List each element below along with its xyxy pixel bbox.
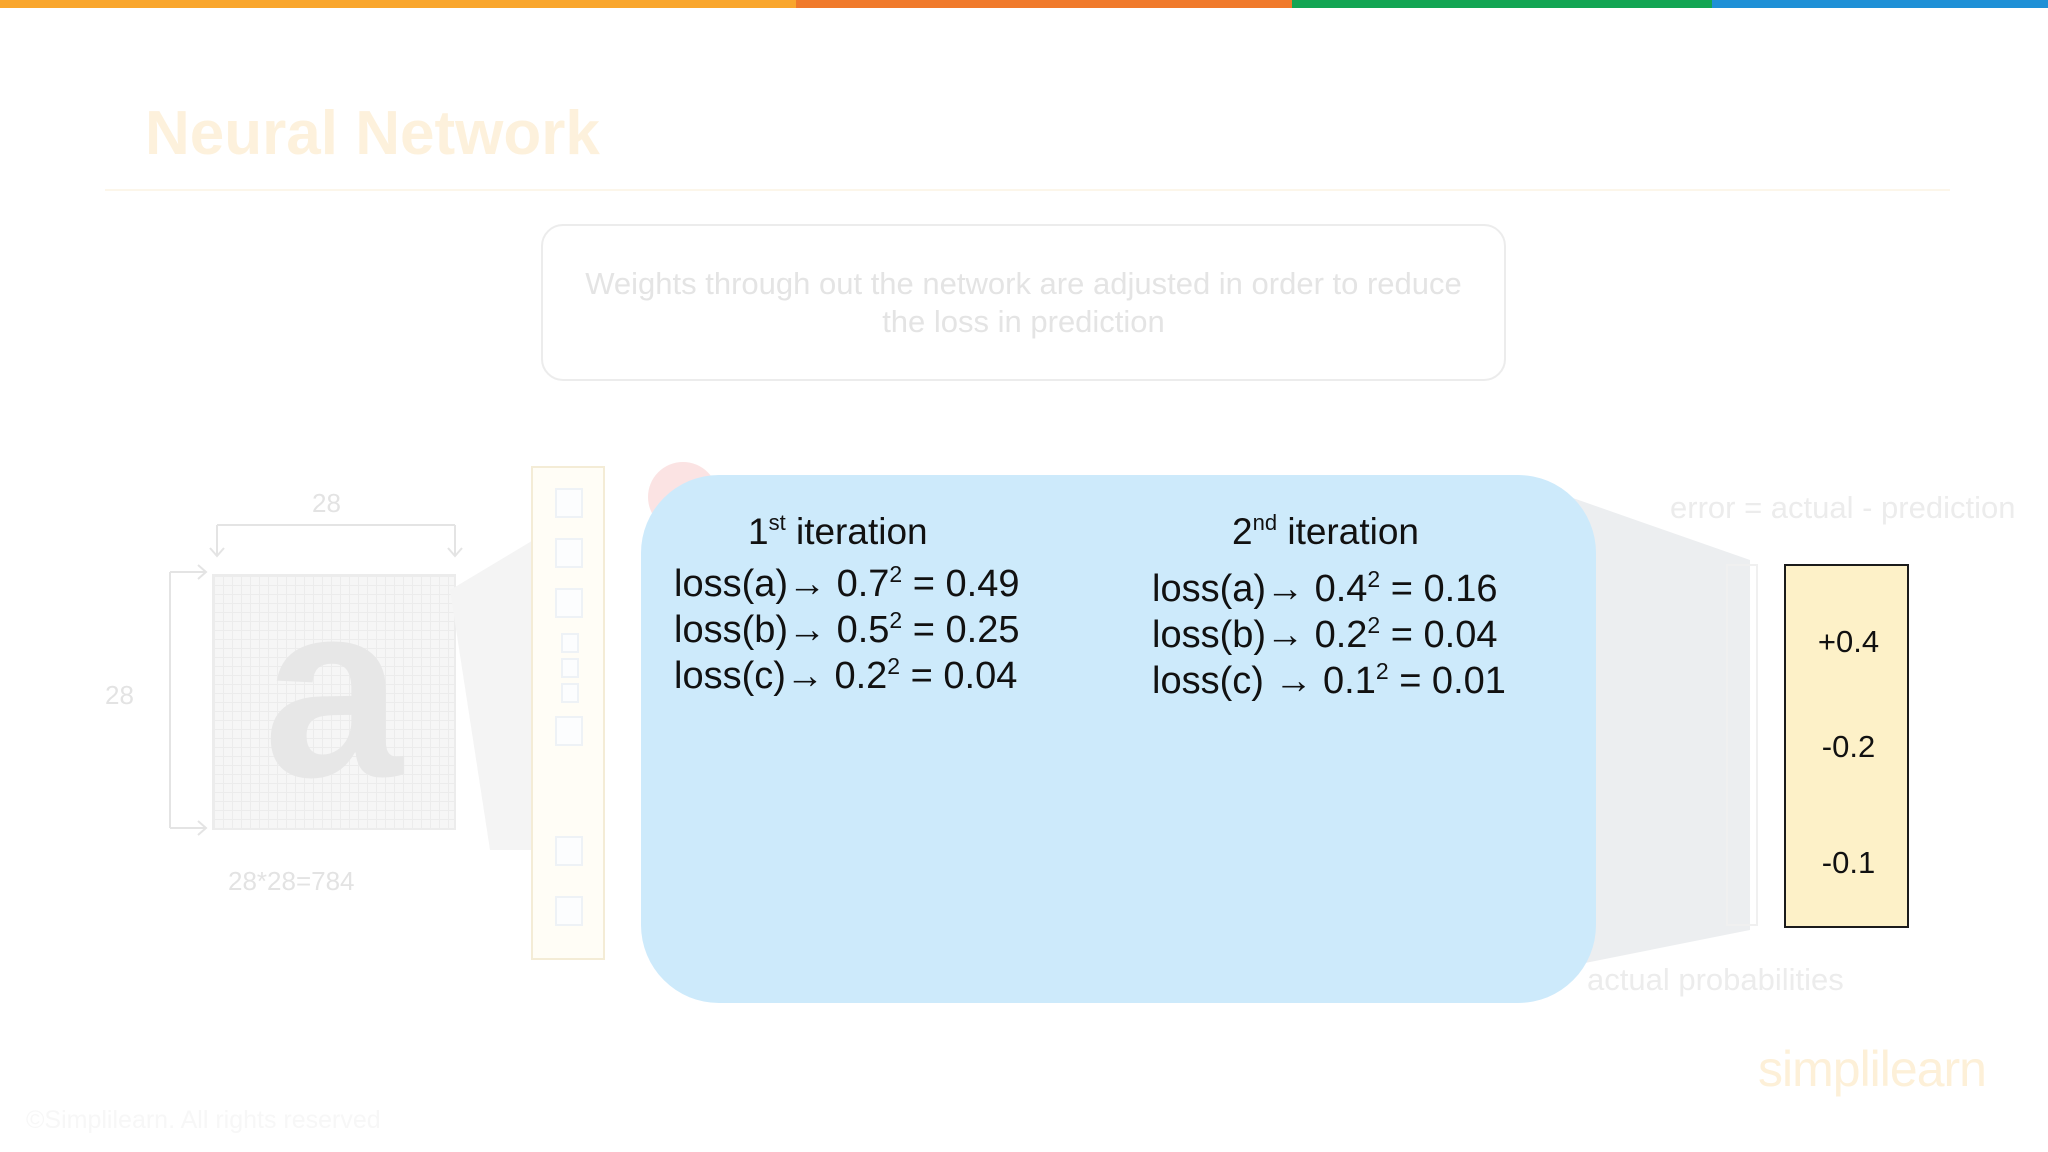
callout-text: Weights through out the network are adju…	[585, 265, 1462, 339]
right-funnel-shape	[1550, 490, 1750, 970]
iteration-2-number: 2	[1232, 511, 1253, 552]
input-node	[561, 658, 579, 678]
height-label: 28	[105, 680, 134, 710]
loss-exponent: 2	[889, 561, 903, 587]
loss-text: loss(b)→ 0.5	[674, 609, 890, 651]
loss-result: = 0.01	[1399, 660, 1506, 702]
loss-b-iter1: loss(b)→ 0.52 = 0.25	[674, 607, 1019, 653]
iteration-2-word: iteration	[1287, 511, 1419, 552]
loss-text: loss(b)→ 0.2	[1152, 614, 1368, 656]
iteration-2-title: 2nd iteration	[1232, 511, 1419, 553]
loss-text: loss(c) → 0.1	[1152, 660, 1376, 702]
input-node	[561, 683, 579, 703]
loss-text: loss(a)→ 0.7	[674, 563, 890, 605]
loss-exponent: 2	[1367, 566, 1381, 592]
loss-result: = 0.16	[1390, 568, 1498, 610]
bar-segment-blue	[1712, 0, 2048, 8]
loss-a-iter2: loss(a)→ 0.42 = 0.16	[1152, 566, 1497, 612]
iteration-panel: 1st iteration loss(a)→ 0.72 = 0.49 loss(…	[641, 475, 1596, 1003]
bar-segment-orange	[0, 0, 796, 8]
brand-logo: simplilearn	[1758, 1041, 1987, 1097]
iteration-1-word: iteration	[795, 511, 928, 552]
loss-exponent: 2	[1375, 658, 1389, 684]
top-color-bar	[0, 0, 2048, 8]
pixel-grid-image	[212, 574, 456, 830]
width-label: 28	[312, 488, 341, 518]
iteration-2-ordinal: nd	[1252, 510, 1278, 535]
error-value: -0.2	[1821, 729, 1876, 764]
loss-c-iter2: loss(c) → 0.12 = 0.01	[1152, 658, 1506, 704]
actual-probabilities-label: actual probabilities	[1587, 962, 1844, 997]
iteration-1-ordinal: st	[768, 510, 786, 535]
loss-exponent: 2	[1367, 612, 1381, 638]
pixel-count-label: 28*28=784	[228, 866, 355, 896]
loss-b-iter2: loss(b)→ 0.22 = 0.04	[1152, 612, 1497, 658]
left-funnel-shape	[450, 530, 550, 850]
loss-exponent: 2	[889, 607, 903, 633]
loss-text: loss(a)→ 0.4	[1152, 568, 1368, 610]
input-node	[555, 488, 583, 518]
input-layer	[531, 466, 605, 960]
bar-segment-green	[1292, 0, 1712, 8]
error-value: +0.4	[1817, 624, 1880, 659]
copyright-text: ©Simplilearn. All rights reserved	[26, 1106, 381, 1134]
input-node	[555, 896, 583, 926]
loss-text: loss(c)→ 0.2	[674, 655, 888, 697]
loss-result: = 0.25	[912, 609, 1020, 651]
title-divider	[105, 189, 1950, 191]
loss-result: = 0.49	[912, 563, 1020, 605]
error-column: +0.4 -0.2 -0.1	[1784, 564, 1909, 928]
input-node	[555, 538, 583, 568]
loss-exponent: 2	[887, 653, 901, 679]
iteration-1-title: 1st iteration	[748, 511, 928, 553]
loss-a-iter1: loss(a)→ 0.72 = 0.49	[674, 561, 1019, 607]
loss-result: = 0.04	[910, 655, 1018, 697]
input-node	[555, 716, 583, 746]
iteration-1-number: 1	[748, 511, 769, 552]
loss-c-iter1: loss(c)→ 0.22 = 0.04	[674, 653, 1017, 699]
input-node	[555, 588, 583, 618]
error-formula: error = actual - prediction	[1670, 490, 2016, 525]
slide-title: Neural Network	[145, 99, 600, 168]
input-node	[561, 633, 579, 653]
loss-result: = 0.04	[1390, 614, 1498, 656]
actual-probability-column	[1726, 564, 1758, 926]
bar-segment-red-orange	[796, 0, 1292, 8]
letter-glyph: a	[263, 550, 403, 829]
error-value: -0.1	[1821, 845, 1876, 880]
input-node	[555, 836, 583, 866]
callout-box: Weights through out the network are adju…	[541, 224, 1506, 381]
dimension-arrows	[169, 524, 463, 836]
